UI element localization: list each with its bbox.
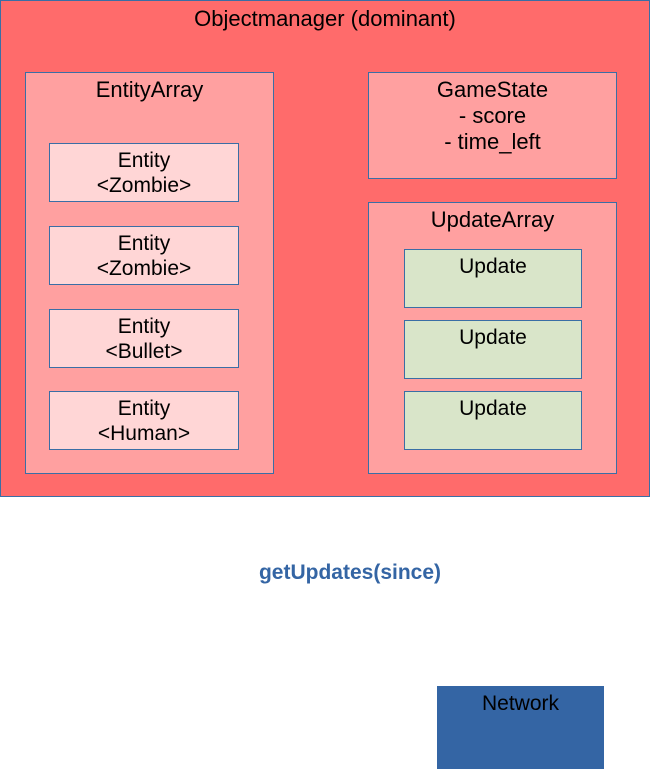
objectmanager-title: Objectmanager (dominant)	[194, 6, 456, 31]
entity-bullet-box: Entity <Bullet>	[49, 309, 239, 368]
update-array-title: UpdateArray	[430, 207, 555, 232]
entity-zombie-2-box: Entity <Zombie>	[49, 226, 239, 285]
update-box-2: Update	[404, 320, 582, 379]
objectmanager-box: Objectmanager (dominant) EntityArray Ent…	[0, 0, 650, 497]
network-label: Network	[481, 692, 560, 715]
gamestate-box: GameState - score - time_left	[368, 72, 617, 179]
update-label: Update	[459, 326, 527, 349]
entity-zombie-1-box: Entity <Zombie>	[49, 143, 239, 202]
gamestate-title: GameState - score - time_left	[436, 77, 549, 154]
update-box-3: Update	[404, 391, 582, 450]
entity-array-box: EntityArray Entity <Zombie> Entity <Zomb…	[25, 72, 274, 474]
update-label: Update	[459, 397, 527, 420]
entity-array-title: EntityArray	[95, 77, 204, 102]
update-array-box: UpdateArray Update Update Update	[368, 202, 617, 474]
update-label: Update	[459, 255, 527, 278]
update-box-1: Update	[404, 249, 582, 308]
entity-human-box: Entity <Human>	[49, 391, 239, 450]
entity-label: Entity <Human>	[97, 396, 191, 445]
get-updates-label: getUpdates(since)	[258, 561, 442, 584]
network-box: Network	[437, 686, 604, 769]
entity-label: Entity <Bullet>	[105, 314, 183, 363]
entity-label: Entity <Zombie>	[96, 231, 192, 280]
entity-label: Entity <Zombie>	[96, 148, 192, 197]
